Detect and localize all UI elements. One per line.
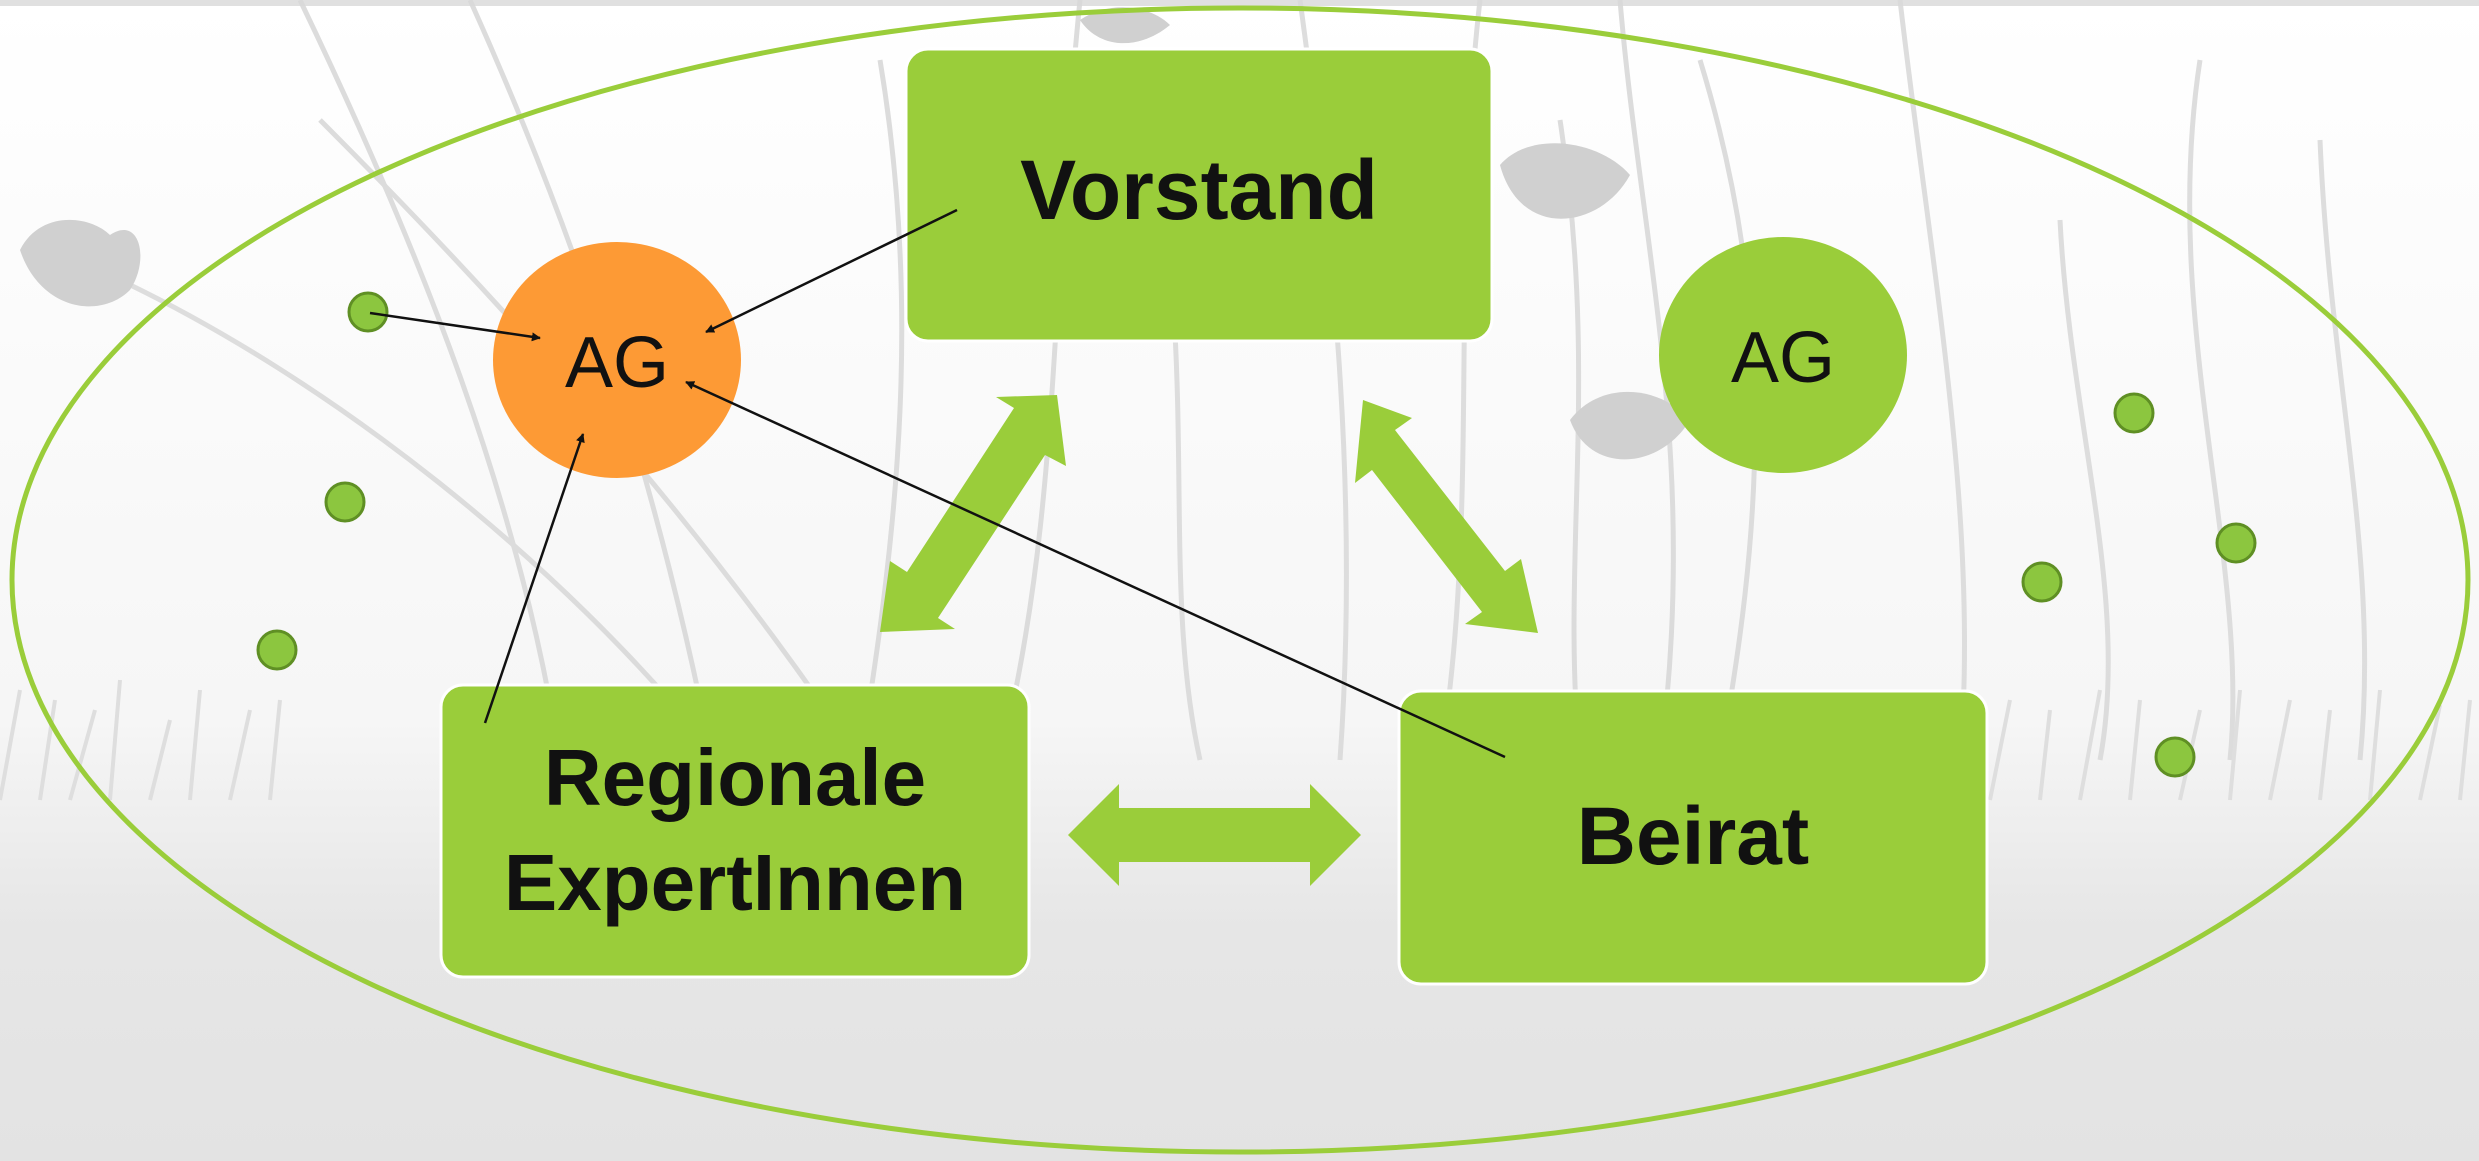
- connector-vorstand-to-ag: [705, 208, 958, 334]
- connector-arrows: [369, 208, 1506, 759]
- vorstand-box: [904, 47, 1494, 343]
- regionale-expertinnen-box: [439, 683, 1031, 979]
- double-arrow-icon: [1068, 784, 1361, 886]
- grass-seedheads: [20, 7, 1690, 460]
- regionale-label-line2: ExpertInnen: [504, 838, 966, 927]
- member-dot-icon: [347, 291, 389, 333]
- regionale-label-line1: Regionale: [544, 733, 926, 822]
- beirat-label: Beirat: [1577, 791, 1809, 882]
- member-dot-icon: [2021, 561, 2063, 603]
- ag-circle-left: [493, 242, 741, 478]
- network-ellipse: [9, 5, 2471, 1155]
- double-arrow-icon: [1355, 400, 1538, 633]
- connector-regionale-to-ag: [483, 433, 585, 724]
- vorstand-label: Vorstand: [1020, 143, 1378, 237]
- ag-right-label: AG: [1731, 318, 1835, 398]
- beirat-box: [1397, 689, 1989, 986]
- member-dots: [256, 291, 2257, 778]
- ag-left-label: AG: [565, 323, 669, 403]
- member-dot-icon: [2215, 522, 2257, 564]
- member-dot-icon: [324, 481, 366, 523]
- member-dot-icon: [2154, 736, 2196, 778]
- connector-beirat-to-ag: [685, 380, 1506, 759]
- connector-dot-to-ag: [369, 311, 541, 342]
- ag-circle-right: [1659, 237, 1907, 473]
- member-dot-icon: [2113, 392, 2155, 434]
- top-bar: [0, 0, 2479, 6]
- member-dot-icon: [256, 629, 298, 671]
